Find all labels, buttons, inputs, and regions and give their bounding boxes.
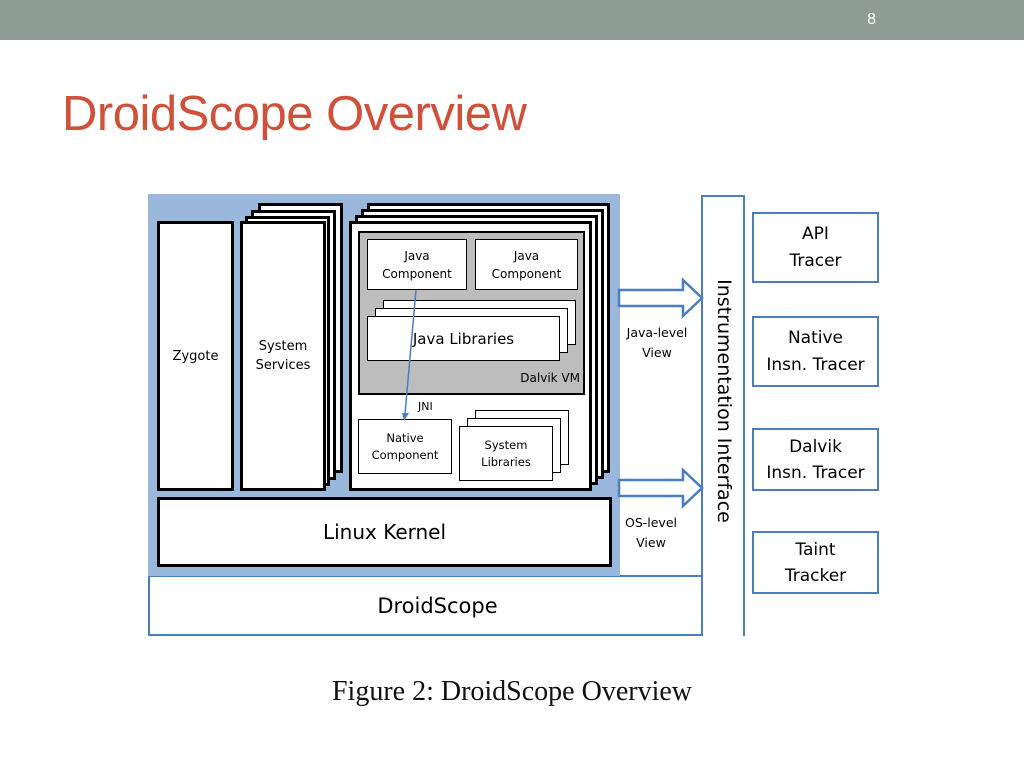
system-libraries-box: System Libraries — [459, 426, 553, 481]
java-component-2-line1: Java — [513, 248, 540, 263]
linux-kernel-label: Linux Kernel — [322, 520, 447, 544]
dalvik-insn-tracer-line2: Insn. Tracer — [766, 462, 865, 483]
system-services-label-line1: System — [258, 339, 308, 354]
java-libraries-label: Java Libraries — [412, 329, 515, 348]
native-insn-tracer-line2: Insn. Tracer — [766, 354, 865, 375]
system-services-label-line2: Services — [255, 358, 311, 373]
dalvik-vm-label: Dalvik VM — [520, 371, 580, 385]
os-level-view-arrow — [617, 467, 704, 509]
jni-label: JNI — [418, 400, 433, 413]
os-level-view-line1: OS-level — [624, 515, 677, 530]
linux-kernel-box: Linux Kernel — [157, 497, 612, 567]
instrumentation-interface — [701, 195, 745, 636]
java-level-view-line2: View — [642, 345, 672, 360]
native-component-box: Native Component — [358, 419, 452, 474]
java-component-2-line2: Component — [491, 266, 562, 281]
java-level-view-arrow — [617, 277, 704, 319]
api-tracer-line2: Tracer — [789, 250, 842, 271]
java-component-box-1: Java Component — [367, 239, 467, 290]
system-libraries-line1: System — [484, 437, 528, 452]
native-insn-tracer-line1: Native — [787, 327, 844, 348]
java-libraries-box: Java Libraries — [367, 316, 560, 361]
zygote-label: Zygote — [172, 348, 219, 364]
native-component-line1: Native — [386, 430, 424, 445]
droidscope-frame: DroidScope — [148, 575, 745, 636]
java-component-box-2: Java Component — [475, 239, 578, 290]
java-level-view-line1: Java-level — [626, 325, 688, 340]
api-tracer-box: API Tracer — [752, 212, 879, 283]
native-insn-tracer-box: Native Insn. Tracer — [752, 316, 879, 387]
slide-title: DroidScope Overview — [62, 87, 527, 141]
java-level-view-label: Java-level View — [614, 323, 700, 363]
system-services-box: System Services — [240, 221, 326, 491]
figure-caption: Figure 2: DroidScope Overview — [331, 676, 693, 707]
taint-tracker-box: Taint Tracker — [752, 531, 879, 594]
page-number: 8 — [867, 11, 876, 28]
droidscope-label: DroidScope — [377, 593, 498, 618]
dalvik-insn-tracer-box: Dalvik Insn. Tracer — [752, 428, 879, 491]
java-component-1-line2: Component — [382, 266, 452, 281]
dalvik-insn-tracer-line1: Dalvik — [789, 436, 842, 457]
os-level-view-line2: View — [636, 535, 666, 550]
top-bar — [0, 0, 1024, 40]
taint-tracker-line2: Tracker — [784, 565, 847, 586]
zygote-box: Zygote — [157, 221, 234, 491]
api-tracer-line1: API — [802, 223, 829, 244]
java-component-1-line1: Java — [404, 248, 430, 263]
native-component-line2: Component — [371, 447, 439, 462]
instrumentation-interface-label: Instrumentation Interface — [713, 279, 735, 523]
taint-tracker-line1: Taint — [795, 539, 836, 560]
os-level-view-label: OS-level View — [608, 513, 694, 553]
system-libraries-line2: Libraries — [481, 454, 531, 469]
